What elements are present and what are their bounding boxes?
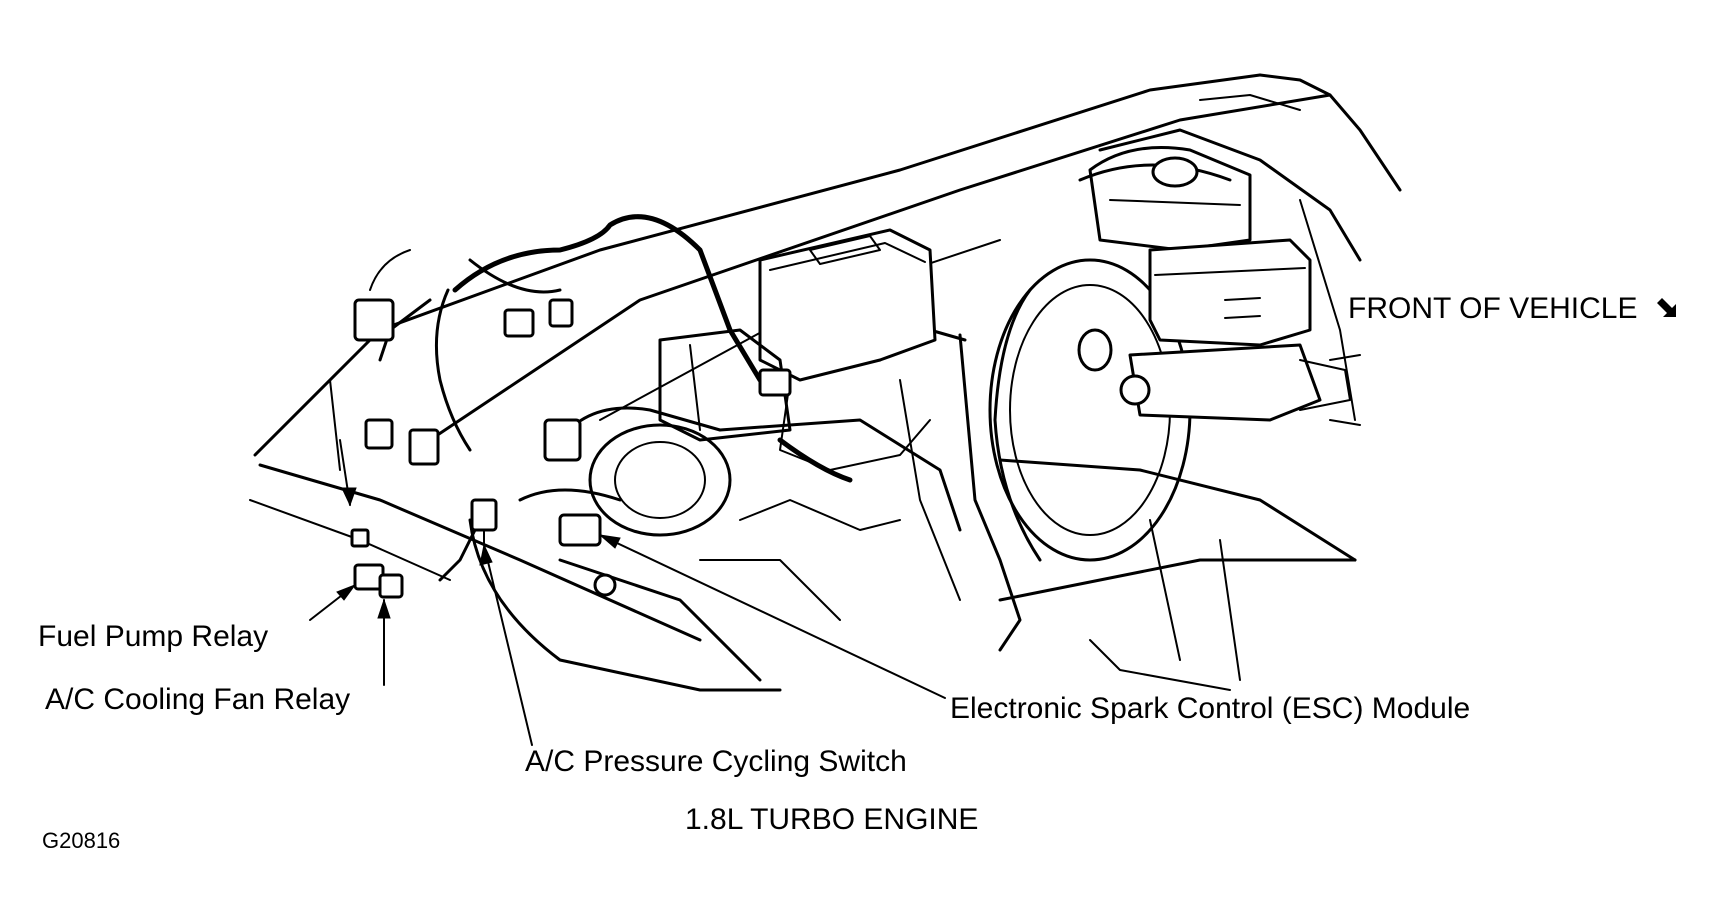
figure-id: G20816 [42,828,121,853]
firewall [998,128,1362,691]
wiring-harness [369,214,853,582]
arrow-down-right-icon [1656,298,1676,317]
esc-module-label: Electronic Spark Control (ESC) Module [950,692,1471,725]
esc-module-body [758,228,937,471]
arrowheads [336,487,621,619]
master-cylinder [1119,238,1361,426]
front-of-vehicle-label: FRONT OF VEHICLE [1348,292,1680,326]
fuel-pump-relay-label: Fuel Pump Relay [38,620,269,653]
leader-ac-pressure-switch [483,544,533,746]
coolant-reservoir [1088,146,1252,252]
ac-pressure-switch [470,498,498,546]
esc-bracket [558,513,602,547]
relay-blocks [350,528,404,599]
front-of-vehicle-text: FRONT OF VEHICLE [1348,292,1638,325]
leader-lines [309,439,946,746]
leader-esc-module [599,534,946,699]
connectors-left [353,298,792,466]
ac-pressure-cycling-switch-label: A/C Pressure Cycling Switch [525,745,907,778]
engine-label: 1.8L TURBO ENGINE [685,803,979,836]
turbocharger [558,406,962,537]
engine-block [468,488,901,692]
intake-plenum [658,328,792,442]
ac-cooling-fan-relay-label: A/C Cooling Fan Relay [45,683,351,716]
